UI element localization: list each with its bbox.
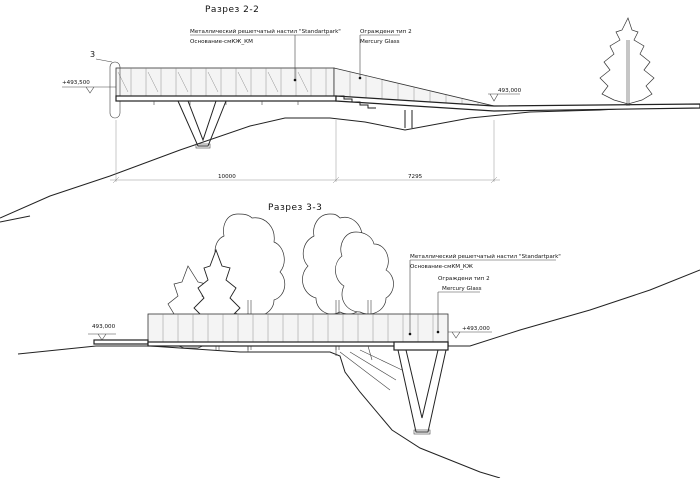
- tree-right-2: [599, 17, 655, 106]
- braces-3: [339, 349, 403, 391]
- v-column-2: [177, 100, 227, 147]
- column-footing-3: [413, 429, 431, 435]
- column-footing-2: [195, 143, 211, 149]
- callout-number: 3: [90, 50, 95, 59]
- stairs: [336, 95, 376, 109]
- trunk-supports-3: [247, 345, 373, 361]
- svg-text:Mercury Glass: Mercury Glass: [442, 286, 482, 292]
- deck-platform-3: [393, 341, 449, 351]
- section-2-title: Разрез 2-2: [205, 5, 259, 15]
- section-3-3: Разрез 3-3 493,000: [0, 203, 700, 478]
- railing-mullions-upper: [117, 68, 327, 96]
- svg-text:Ограждени тип 2: Ограждени тип 2: [360, 29, 412, 35]
- svg-text:+493,000: +493,000: [462, 326, 490, 332]
- dim-left-2: 10000: [218, 174, 236, 180]
- callout-frame: [109, 61, 121, 119]
- v-column-3: [397, 349, 447, 433]
- level-marker-left-3: 493,000: [88, 324, 116, 341]
- svg-text:493,000: 493,000: [92, 324, 116, 330]
- svg-text:Металлический решетчатый насти: Металлический решетчатый настил "Standar…: [190, 28, 341, 35]
- svg-text:Металлический решетчатый насти: Металлический решетчатый настил "Standar…: [410, 253, 561, 260]
- terrain-profile-3: [0, 215, 700, 478]
- svg-text:Ограждени тип 2: Ограждени тип 2: [438, 276, 490, 282]
- svg-text:Основание-смКЖ_КМ: Основание-смКЖ_КМ: [190, 39, 253, 45]
- deck-left-3: [93, 339, 149, 345]
- level-marker-left-2: +493,500: [62, 80, 116, 94]
- level-marker-right-3: +493,000: [448, 326, 492, 339]
- svg-text:493,000: 493,000: [498, 88, 522, 94]
- note-rail-2: Ограждени тип 2 Mercury Glass: [358, 29, 412, 80]
- deck-supports-small: [153, 101, 299, 105]
- deck-upper: [115, 95, 337, 102]
- level-marker-right-2: 493,000: [488, 88, 522, 102]
- deck-ramp: [335, 95, 700, 112]
- note-rail-3: Ограждени тип 2 Mercury Glass: [436, 276, 490, 334]
- section-3-title: Разрез 3-3: [268, 203, 322, 213]
- svg-text:Основание-смКМ_КЖ: Основание-смКМ_КЖ: [410, 264, 473, 270]
- svg-text:Mercury Glass: Mercury Glass: [360, 39, 400, 45]
- dimension-line-2: [110, 120, 500, 184]
- dim-right-2: 7295: [408, 174, 423, 180]
- railing-mullions-3: [162, 314, 434, 342]
- note-deck-3: Металлический решетчатый настил "Standar…: [408, 253, 561, 336]
- callout-leader: [95, 58, 113, 63]
- terrain-profile-2: [0, 103, 700, 219]
- svg-text:+493,500: +493,500: [62, 80, 90, 86]
- pier-ramp: [404, 110, 413, 128]
- note-deck-2: Металлический решетчатый настил "Standar…: [190, 28, 341, 82]
- section-2-2: Разрез 2-2 3: [0, 5, 700, 219]
- glass-railing-upper: [115, 67, 335, 97]
